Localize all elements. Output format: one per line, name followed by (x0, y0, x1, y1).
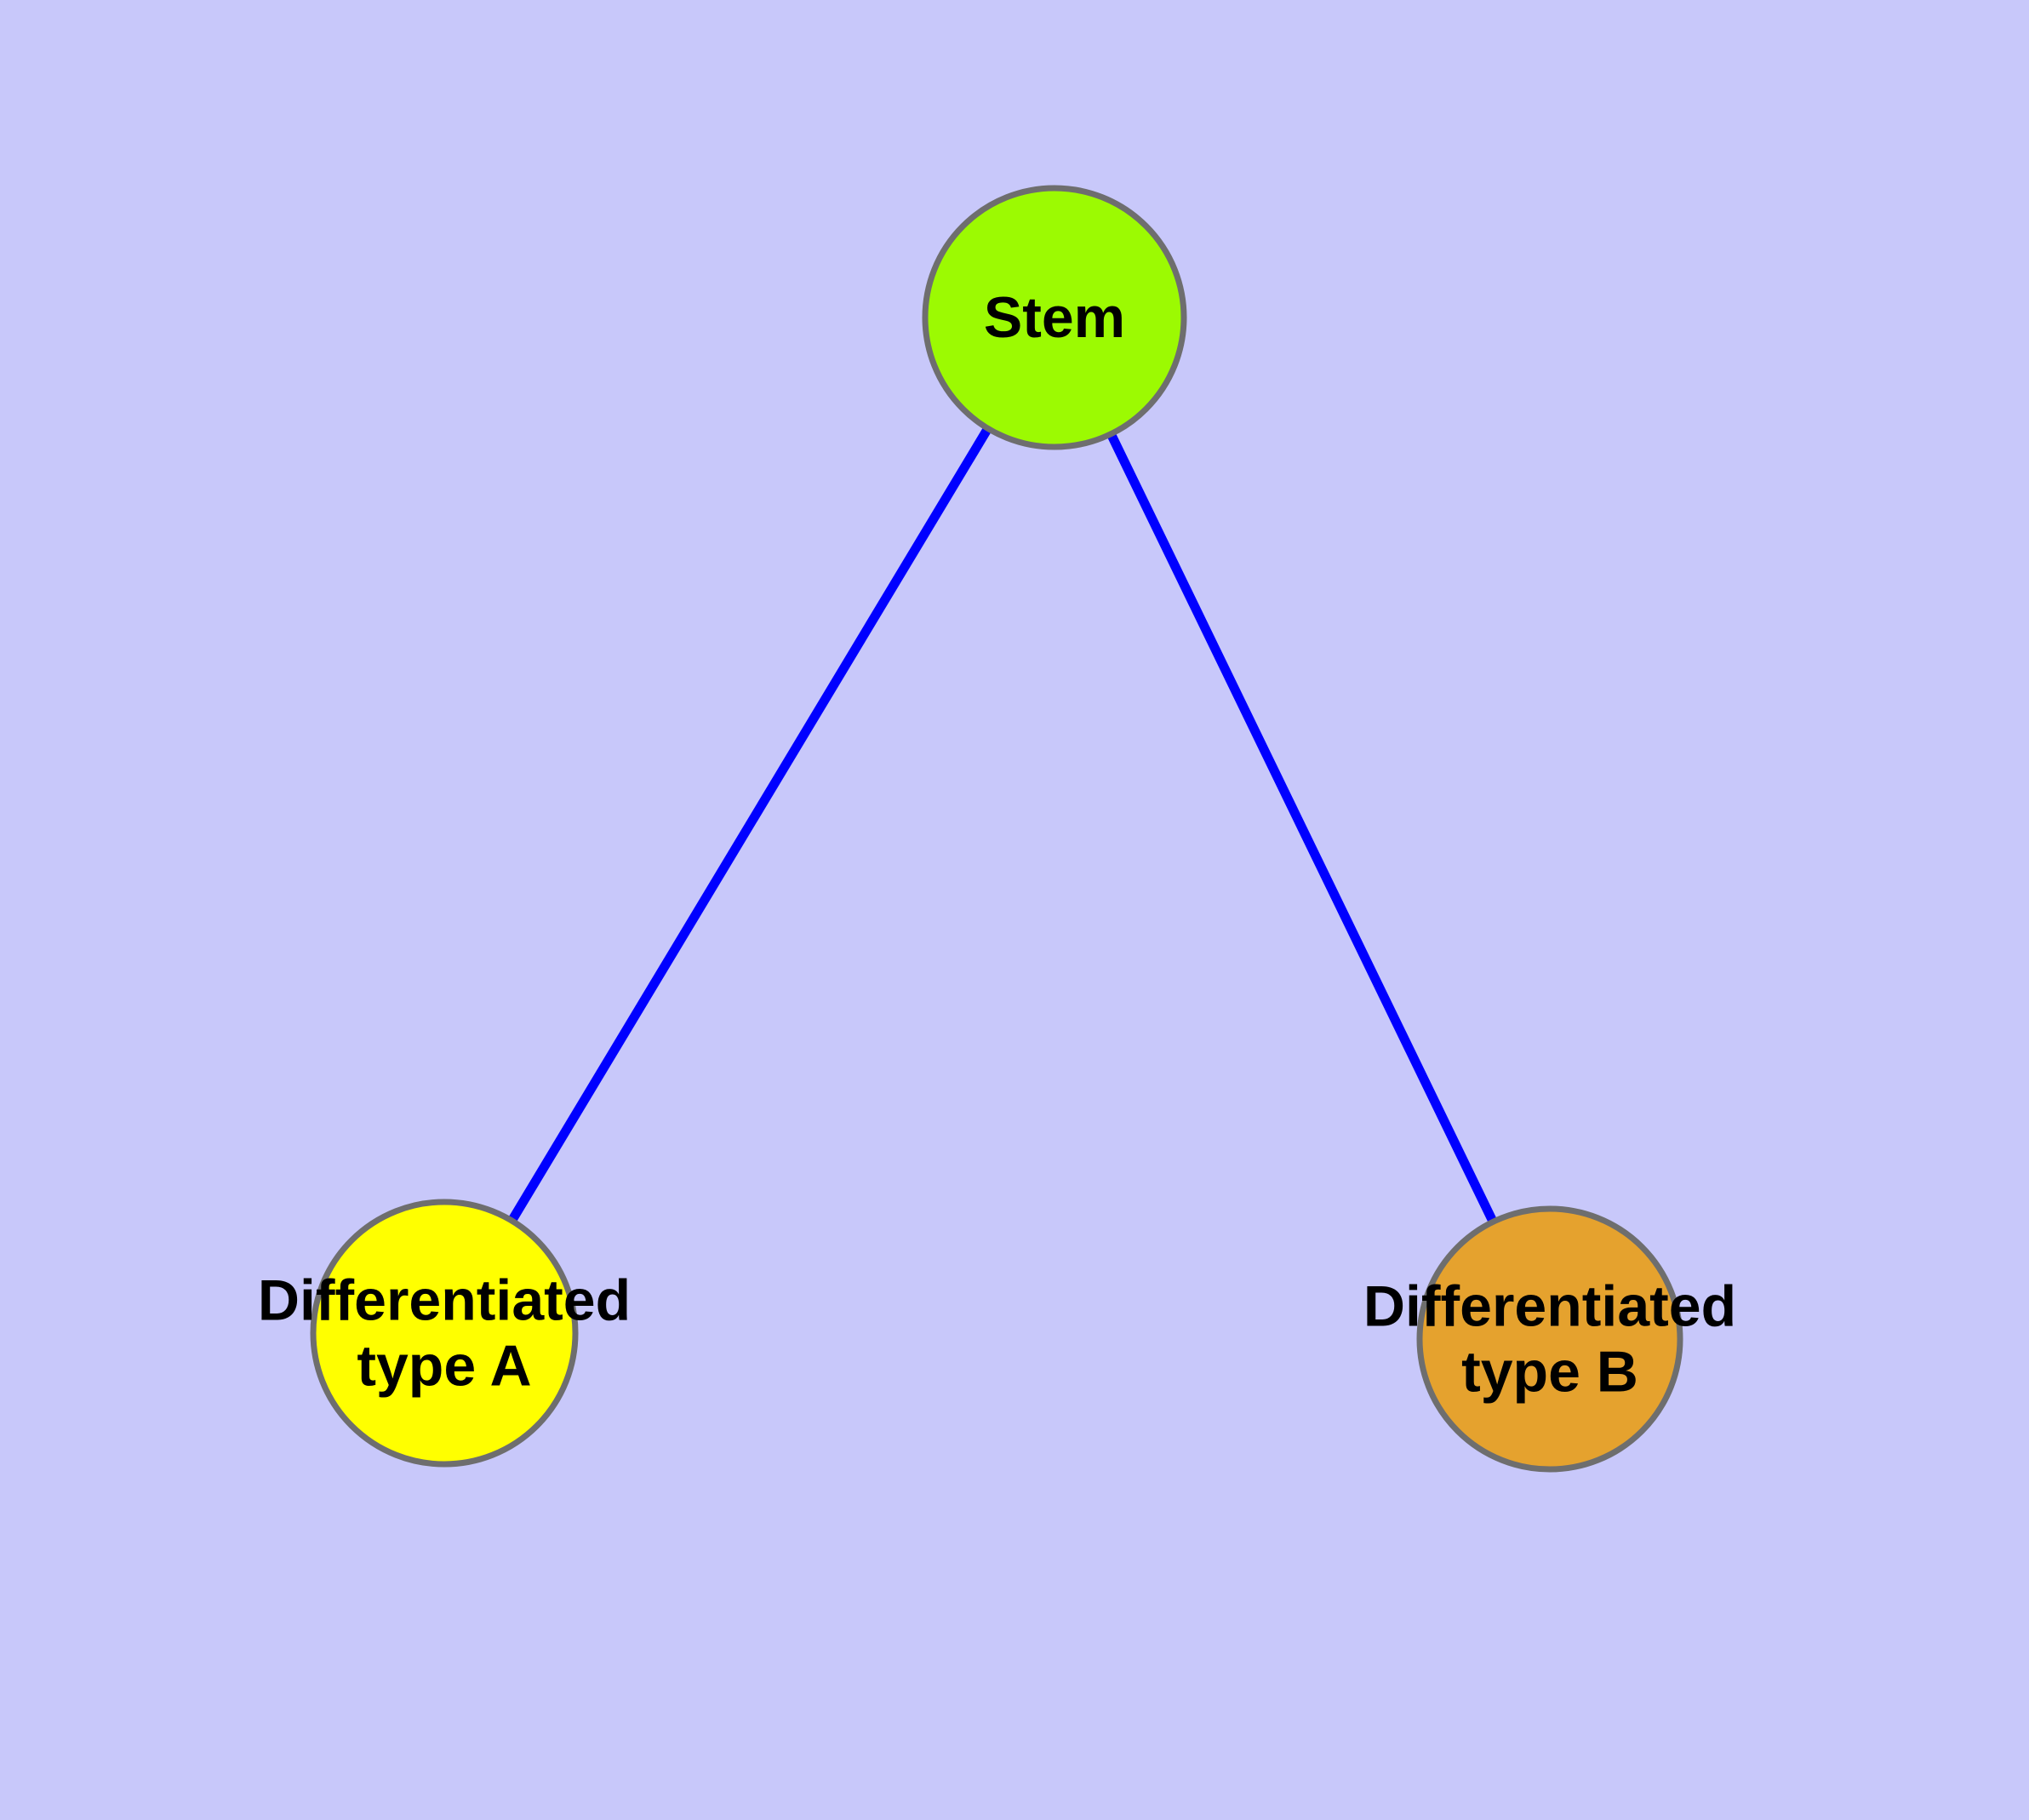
node-differentiated-type-b-circle[interactable] (1416, 1205, 1683, 1473)
edge-stem-to-differentiated-type-b[interactable] (1107, 433, 1497, 1222)
node-differentiated-type-a[interactable] (310, 1199, 579, 1468)
edge-stem-to-differentiated-type-a[interactable] (508, 427, 992, 1222)
edges-group (508, 427, 1497, 1222)
node-stem-label: Stem (984, 285, 1125, 350)
node-label-line: Differentiated (1363, 1274, 1736, 1339)
node-label-line: type B (1461, 1340, 1638, 1405)
node-differentiated-type-a-circle[interactable] (310, 1199, 579, 1468)
node-differentiated-type-b[interactable] (1416, 1205, 1683, 1473)
node-label-line: Stem (984, 285, 1125, 350)
node-stem-circle[interactable] (922, 185, 1187, 450)
node-label-line: Differentiated (258, 1268, 631, 1333)
node-label-line: type A (357, 1334, 531, 1399)
nodes-group (310, 185, 1683, 1473)
node-stem[interactable] (922, 185, 1187, 450)
